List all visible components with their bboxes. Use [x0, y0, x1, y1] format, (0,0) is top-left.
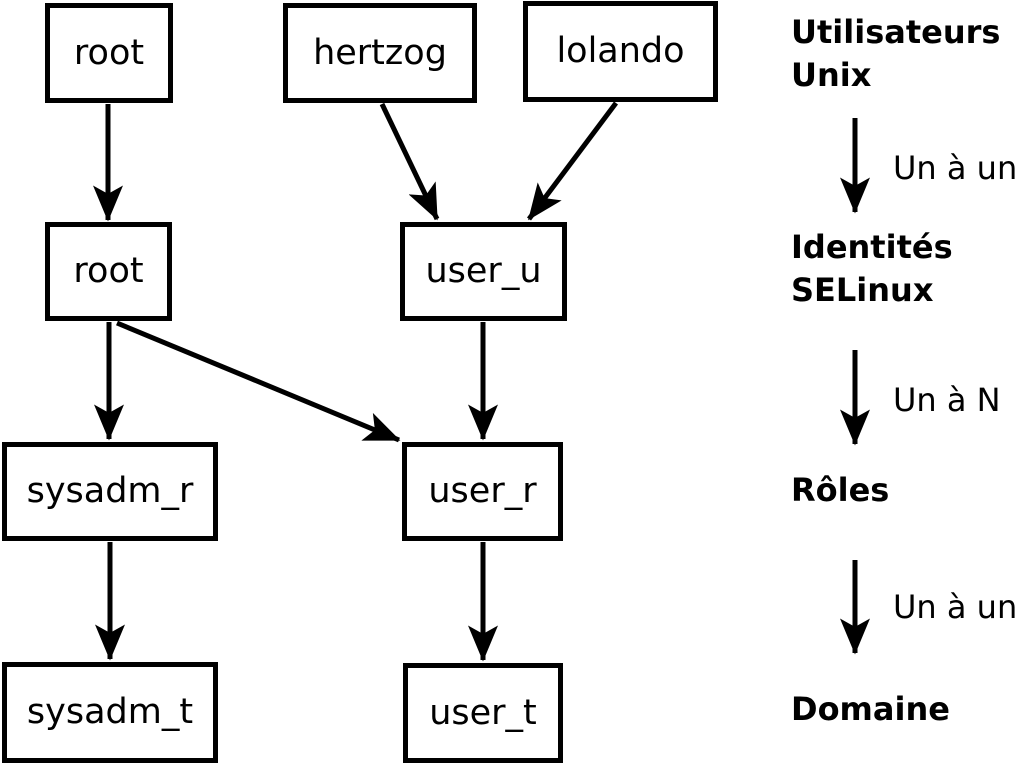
edge-lolando-to-user-u [527, 101, 618, 221]
node-domain-user-t: user_t [403, 663, 563, 763]
node-unix-root: root [45, 3, 173, 103]
legend-level-roles: Rôles [791, 471, 890, 509]
legend-level-utilisateurs-unix: Utilisateurs Unix [791, 13, 1001, 94]
edge-selinux-root-to-user-r [116, 320, 401, 443]
node-role-sysadm-r: sysadm_r [2, 442, 218, 541]
legend-relation-un-a-n: Un à N [893, 381, 1001, 419]
legend-relation-un-a-un-2: Un à un [893, 588, 1018, 626]
node-role-user-r: user_r [402, 442, 563, 541]
node-selinux-root: root [45, 222, 172, 321]
legend-relation-un-a-un-1: Un à un [893, 149, 1018, 187]
edge-hertzog-to-user-u [379, 102, 440, 221]
node-selinux-user-u: user_u [400, 222, 567, 321]
node-unix-hertzog: hertzog [283, 3, 477, 103]
legend-level-identites-selinux: Identités SELinux [791, 228, 953, 309]
node-domain-sysadm-t: sysadm_t [2, 662, 218, 763]
legend-level-domaine: Domaine [791, 690, 950, 728]
node-unix-lolando: lolando [523, 1, 718, 102]
